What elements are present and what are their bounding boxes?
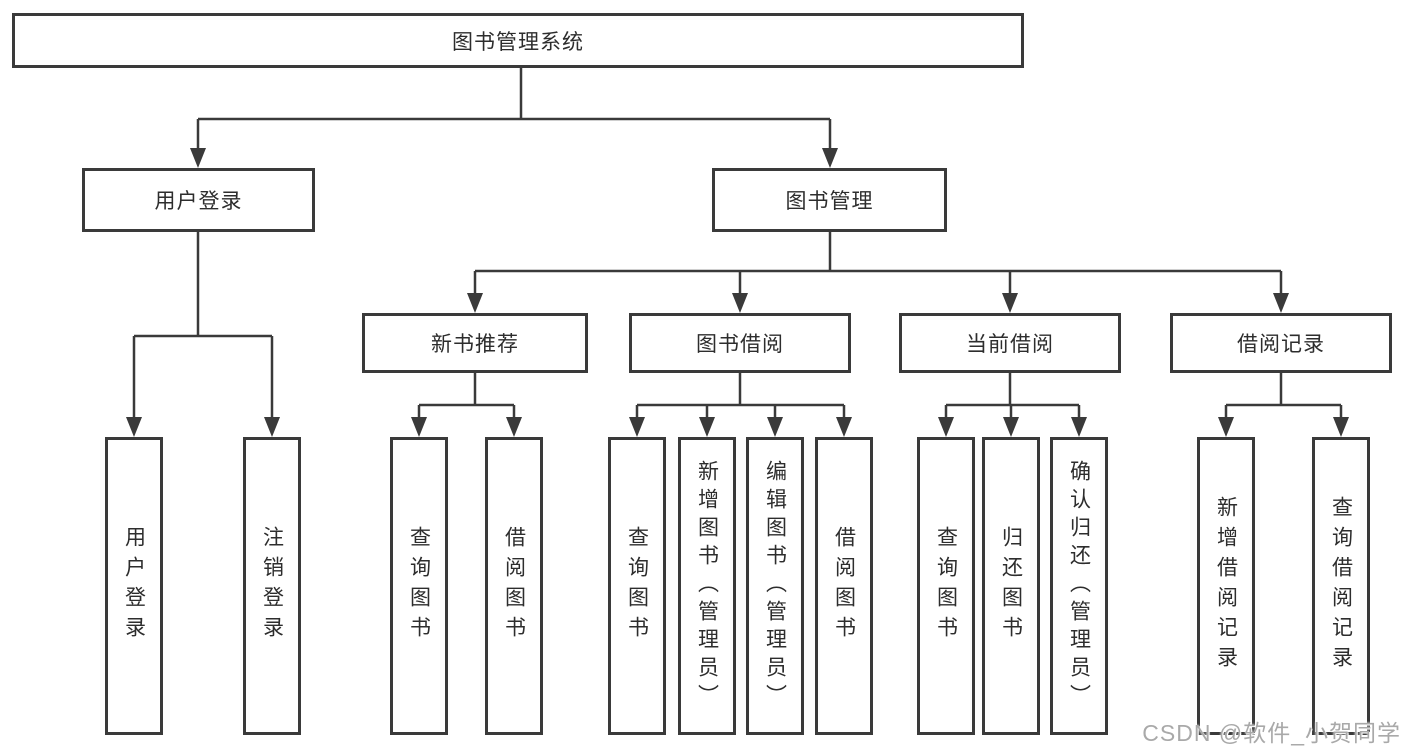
leaf-confirm-return-admin-label: 确认归还（管理员） bbox=[1067, 460, 1091, 712]
connector-bookmgmt-to-level3 bbox=[467, 232, 1289, 313]
leaf-return-books-label: 归还图书 bbox=[999, 526, 1023, 646]
node-root-label: 图书管理系统 bbox=[452, 30, 584, 54]
leaf-query-borrow-record: 查询借阅记录 bbox=[1312, 437, 1370, 735]
connector-currentborrow-to-leaves bbox=[938, 373, 1087, 437]
node-current-borrow-label: 当前借阅 bbox=[966, 333, 1054, 356]
leaf-logout: 注销登录 bbox=[243, 437, 301, 735]
leaf-query-books-recommend-label: 查询图书 bbox=[407, 526, 431, 646]
leaf-borrow-books-recommend: 借阅图书 bbox=[485, 437, 543, 735]
leaf-borrow-books-label: 借阅图书 bbox=[832, 526, 856, 646]
leaf-add-books-admin-label: 新增图书（管理员） bbox=[695, 460, 719, 712]
node-user-login: 用户登录 bbox=[82, 168, 315, 232]
leaf-edit-books-admin: 编辑图书（管理员） bbox=[746, 437, 804, 735]
leaf-query-books-recommend: 查询图书 bbox=[390, 437, 448, 735]
leaf-query-books-current: 查询图书 bbox=[917, 437, 975, 735]
connector-root-to-level2 bbox=[190, 68, 838, 168]
node-book-management: 图书管理 bbox=[712, 168, 947, 232]
leaf-add-borrow-record: 新增借阅记录 bbox=[1197, 437, 1255, 735]
node-new-book-recommend: 新书推荐 bbox=[362, 313, 588, 373]
connector-userlogin-to-leaves bbox=[126, 232, 280, 437]
leaf-logout-label: 注销登录 bbox=[260, 526, 284, 646]
leaf-add-books-admin: 新增图书（管理员） bbox=[678, 437, 736, 735]
leaf-confirm-return-admin: 确认归还（管理员） bbox=[1050, 437, 1108, 735]
leaf-user-login-label: 用户登录 bbox=[122, 526, 146, 646]
node-new-book-recommend-label: 新书推荐 bbox=[431, 333, 519, 356]
connector-newbook-to-leaves bbox=[411, 373, 522, 437]
node-book-borrow-label: 图书借阅 bbox=[696, 333, 784, 356]
node-root-system: 图书管理系统 bbox=[12, 13, 1024, 68]
node-borrow-records-label: 借阅记录 bbox=[1237, 333, 1325, 356]
leaf-query-books-borrow: 查询图书 bbox=[608, 437, 666, 735]
leaf-query-borrow-record-label: 查询借阅记录 bbox=[1329, 496, 1353, 676]
node-book-borrow: 图书借阅 bbox=[629, 313, 851, 373]
leaf-add-borrow-record-label: 新增借阅记录 bbox=[1214, 496, 1238, 676]
node-user-login-label: 用户登录 bbox=[154, 190, 243, 213]
connector-records-to-leaves bbox=[1218, 373, 1349, 437]
leaf-edit-books-admin-label: 编辑图书（管理员） bbox=[763, 460, 787, 712]
node-current-borrow: 当前借阅 bbox=[899, 313, 1121, 373]
csdn-watermark: CSDN @软件_小贺同学 bbox=[1142, 720, 1401, 746]
node-borrow-records: 借阅记录 bbox=[1170, 313, 1392, 373]
leaf-borrow-books: 借阅图书 bbox=[815, 437, 873, 735]
leaf-query-books-current-label: 查询图书 bbox=[934, 526, 958, 646]
connector-bookborrow-to-leaves bbox=[629, 373, 852, 437]
leaf-user-login: 用户登录 bbox=[105, 437, 163, 735]
leaf-query-books-borrow-label: 查询图书 bbox=[625, 526, 649, 646]
node-book-management-label: 图书管理 bbox=[785, 190, 874, 213]
leaf-return-books: 归还图书 bbox=[982, 437, 1040, 735]
leaf-borrow-books-recommend-label: 借阅图书 bbox=[502, 526, 526, 646]
